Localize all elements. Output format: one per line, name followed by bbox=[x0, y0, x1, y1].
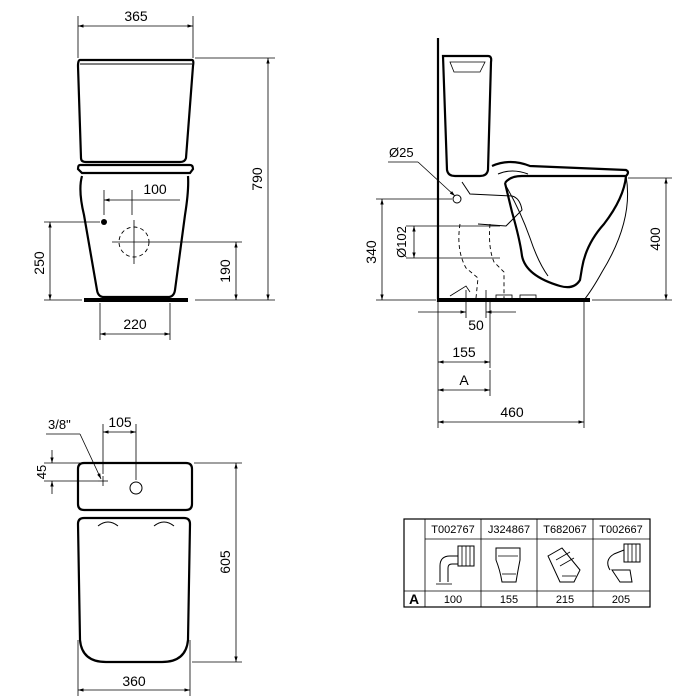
table-value-2: 155 bbox=[500, 594, 518, 606]
table-value-4: 205 bbox=[612, 594, 630, 606]
dim-side-d25: Ø25 bbox=[389, 145, 414, 160]
side-seat-outline bbox=[491, 160, 630, 184]
dim-front-220: 220 bbox=[123, 316, 147, 332]
dim-side-460: 460 bbox=[500, 404, 524, 420]
top-view: 3/8" 105 45 605 360 bbox=[34, 414, 242, 696]
connector-icon-3 bbox=[547, 547, 581, 583]
top-bowl-outline bbox=[76, 516, 192, 664]
table-value-1: 100 bbox=[444, 594, 462, 606]
dim-front-190: 190 bbox=[217, 259, 233, 283]
side-bowl-outline bbox=[503, 175, 628, 289]
front-seat-strip bbox=[76, 163, 195, 175]
dim-front-100: 100 bbox=[143, 181, 167, 197]
dim-top-45: 45 bbox=[34, 465, 49, 479]
connector-icon-4 bbox=[607, 543, 641, 583]
top-cistern-outline bbox=[76, 461, 194, 512]
front-bowl-outline bbox=[79, 175, 190, 299]
dim-side-340: 340 bbox=[363, 240, 379, 264]
dim-side-d102: Ø102 bbox=[394, 226, 409, 258]
dim-top-360: 360 bbox=[122, 673, 146, 689]
front-cistern-outline bbox=[76, 58, 195, 164]
front-view: 365 790 100 250 190 220 bbox=[31, 8, 275, 340]
dim-side-400: 400 bbox=[647, 227, 663, 251]
connector-icon-1 bbox=[436, 545, 475, 585]
table-code-4: T002667 bbox=[599, 524, 642, 536]
dim-side-50: 50 bbox=[468, 317, 484, 333]
table-value-3: 215 bbox=[556, 594, 574, 606]
dim-front-365: 365 bbox=[124, 8, 148, 24]
dim-front-790: 790 bbox=[249, 167, 265, 191]
side-inlet-circle bbox=[452, 194, 462, 204]
dim-top-605: 605 bbox=[217, 550, 233, 574]
dim-side-155: 155 bbox=[452, 344, 476, 360]
front-inlet-dot bbox=[101, 219, 107, 225]
dim-front-250: 250 bbox=[31, 251, 47, 275]
side-view: Ø25 340 Ø102 400 50 155 A bbox=[363, 38, 672, 428]
dim-top-105: 105 bbox=[108, 414, 132, 430]
connector-icon-2 bbox=[495, 547, 521, 583]
dim-top-thread: 3/8" bbox=[48, 417, 71, 432]
table-code-3: T682067 bbox=[543, 524, 586, 536]
table-row-label: A bbox=[409, 591, 419, 607]
table-code-2: J324867 bbox=[488, 524, 530, 536]
top-flush-button bbox=[129, 481, 143, 495]
connector-table: A T002767 J324867 T682067 T002667 100 15… bbox=[403, 518, 651, 608]
side-cistern-outline bbox=[441, 54, 493, 178]
table-code-1: T002767 bbox=[431, 524, 474, 536]
dim-side-a: A bbox=[459, 372, 469, 388]
